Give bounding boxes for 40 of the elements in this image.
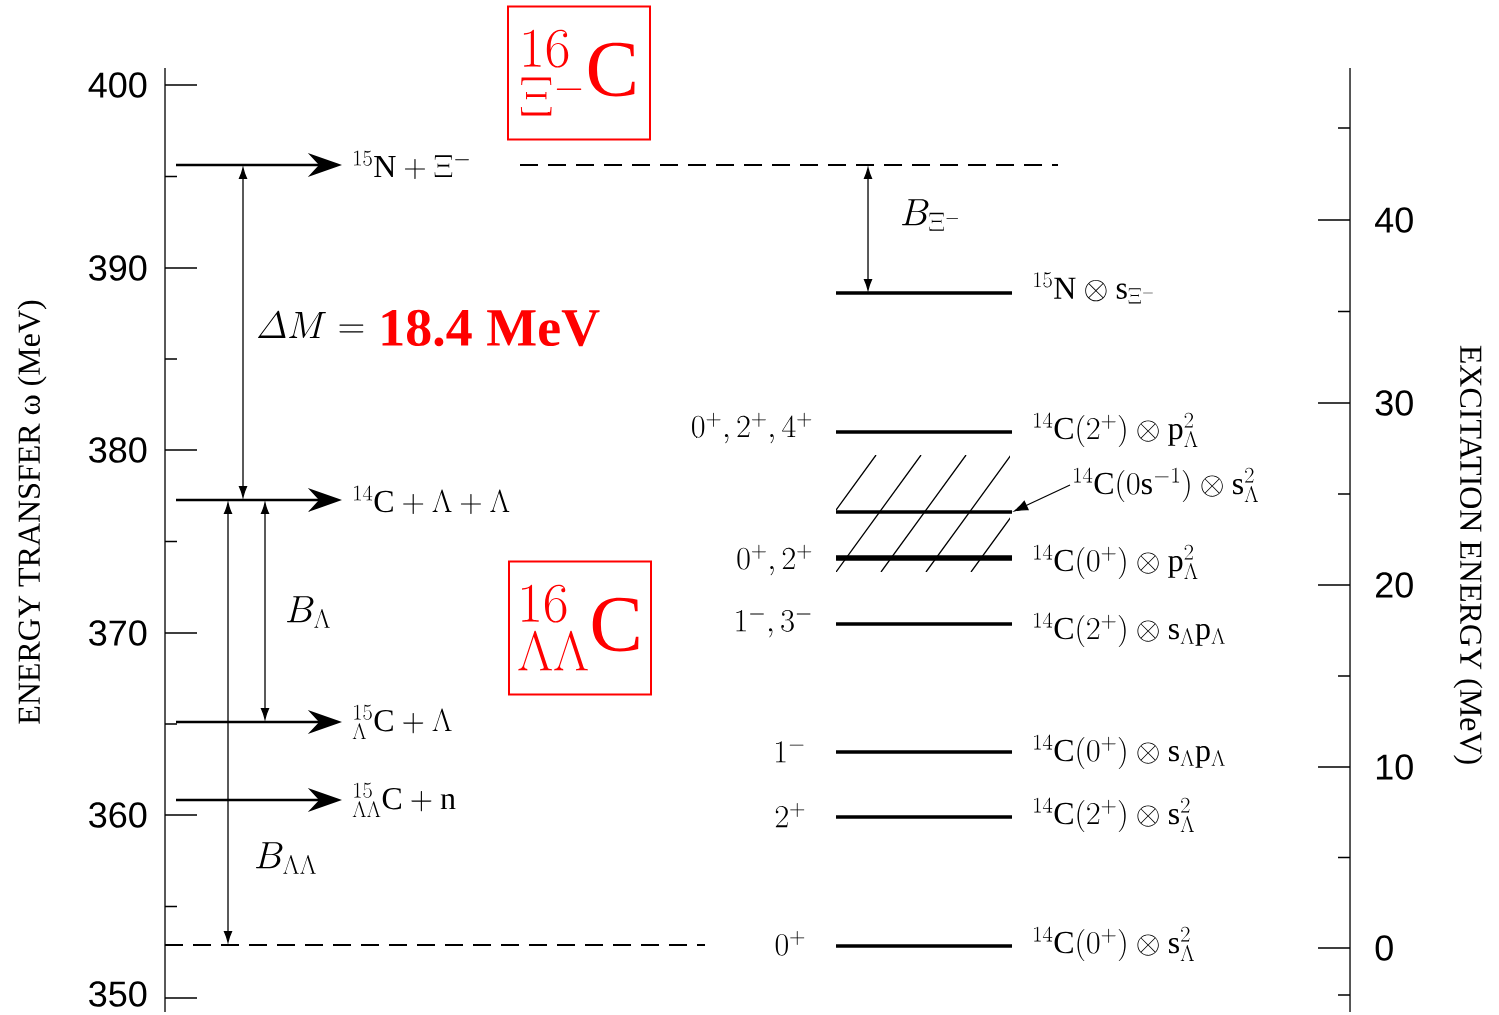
tick-label: 350 (89, 981, 147, 1007)
axis-title: EXCITATION ENERGY (MeV) (1453, 345, 1483, 764)
tick-label: 390 (89, 255, 147, 281)
tick-label: 40 (1375, 207, 1413, 233)
tick-label: 400 (88, 72, 147, 98)
spin-label: $1^-,3^-$ (736, 610, 811, 638)
binding-energy-label: $B_{\Lambda\Lambda}$ (256, 842, 316, 874)
configuration-label: ${}^{15}\mathrm{N}\otimes\mathrm{s}_{\Xi^-}$ (1034, 272, 1153, 304)
nucleus-box: ${}^{16}_{\Xi^-}\mathrm{C}$ (507, 5, 651, 141)
threshold-label: ${}^{15}_{\Lambda\Lambda}\mathrm{C}+\mathrm{n}$ (352, 782, 456, 817)
spin-label: $2^+$ (775, 802, 805, 828)
axis-title: ENERGY TRANSFER ω (MeV) (17, 300, 47, 724)
configuration-label: ${}^{14}\mathrm{C}(0^+)\otimes\mathrm{s}_{\Lambda}^{2}$ (1034, 926, 1194, 962)
leader-line (1014, 484, 1071, 512)
configuration-label: ${}^{14}\mathrm{C}(0^+)\otimes\mathrm{p}_{\Lambda}^{2}$ (1034, 544, 1198, 580)
spin-label: $0^+,2^+,4^+$ (692, 412, 812, 444)
configuration-label: ${}^{14}\mathrm{C}(0\mathrm{s}^{-1})\otimes\mathrm{s}_{\Lambda}^{2}$ (1074, 467, 1258, 503)
binding-energy-label: $B_{\Lambda}$ (287, 596, 330, 628)
spin-label: $1^-$ (776, 741, 804, 763)
spin-label: $0^+$ (775, 930, 805, 956)
threshold-label: ${}^{15}\mathrm{N}+\Xi^-$ (354, 150, 469, 180)
threshold-label: ${}^{14}\mathrm{C}+\Lambda+\Lambda$ (354, 485, 510, 515)
tick-label: 0 (1375, 935, 1393, 961)
tick-label: 370 (89, 620, 147, 646)
tick-label: 380 (89, 437, 147, 463)
tick-label: 20 (1376, 572, 1413, 598)
energy-level (836, 510, 1012, 514)
configuration-label: ${}^{14}\mathrm{C}(2^+)\otimes\mathrm{p}_{\Lambda}^{2}$ (1034, 412, 1198, 448)
configuration-label: ${}^{14}\mathrm{C}(0^+)\otimes\mathrm{s}_{\Lambda}\mathrm{p}_{\Lambda}$ (1034, 734, 1225, 770)
tick-label: 30 (1375, 390, 1413, 416)
delta-m-label: $\mathnormal{\Delta M} =$ (258, 310, 364, 338)
tick-label: 360 (89, 802, 147, 828)
spin-label: $0^+,2^+$ (737, 544, 812, 576)
configuration-label: ${}^{14}\mathrm{C}(2^+)\otimes\mathrm{s}_{\Lambda}\mathrm{p}_{\Lambda}$ (1034, 612, 1225, 648)
tick-label: 10 (1376, 754, 1413, 780)
binding-energy-label: $B_{\Xi^-}$ (902, 199, 958, 231)
nucleus-box: ${}^{16}_{\Lambda\Lambda}\mathrm{C}$ (508, 560, 652, 696)
configuration-label: ${}^{14}\mathrm{C}(2^+)\otimes\mathrm{s}_{\Lambda}^{2}$ (1034, 797, 1194, 833)
threshold-label: ${}^{15}_{\Lambda}\mathrm{C}+\Lambda$ (352, 704, 452, 739)
mass-difference-value: 18.4 MeV (382, 309, 600, 347)
